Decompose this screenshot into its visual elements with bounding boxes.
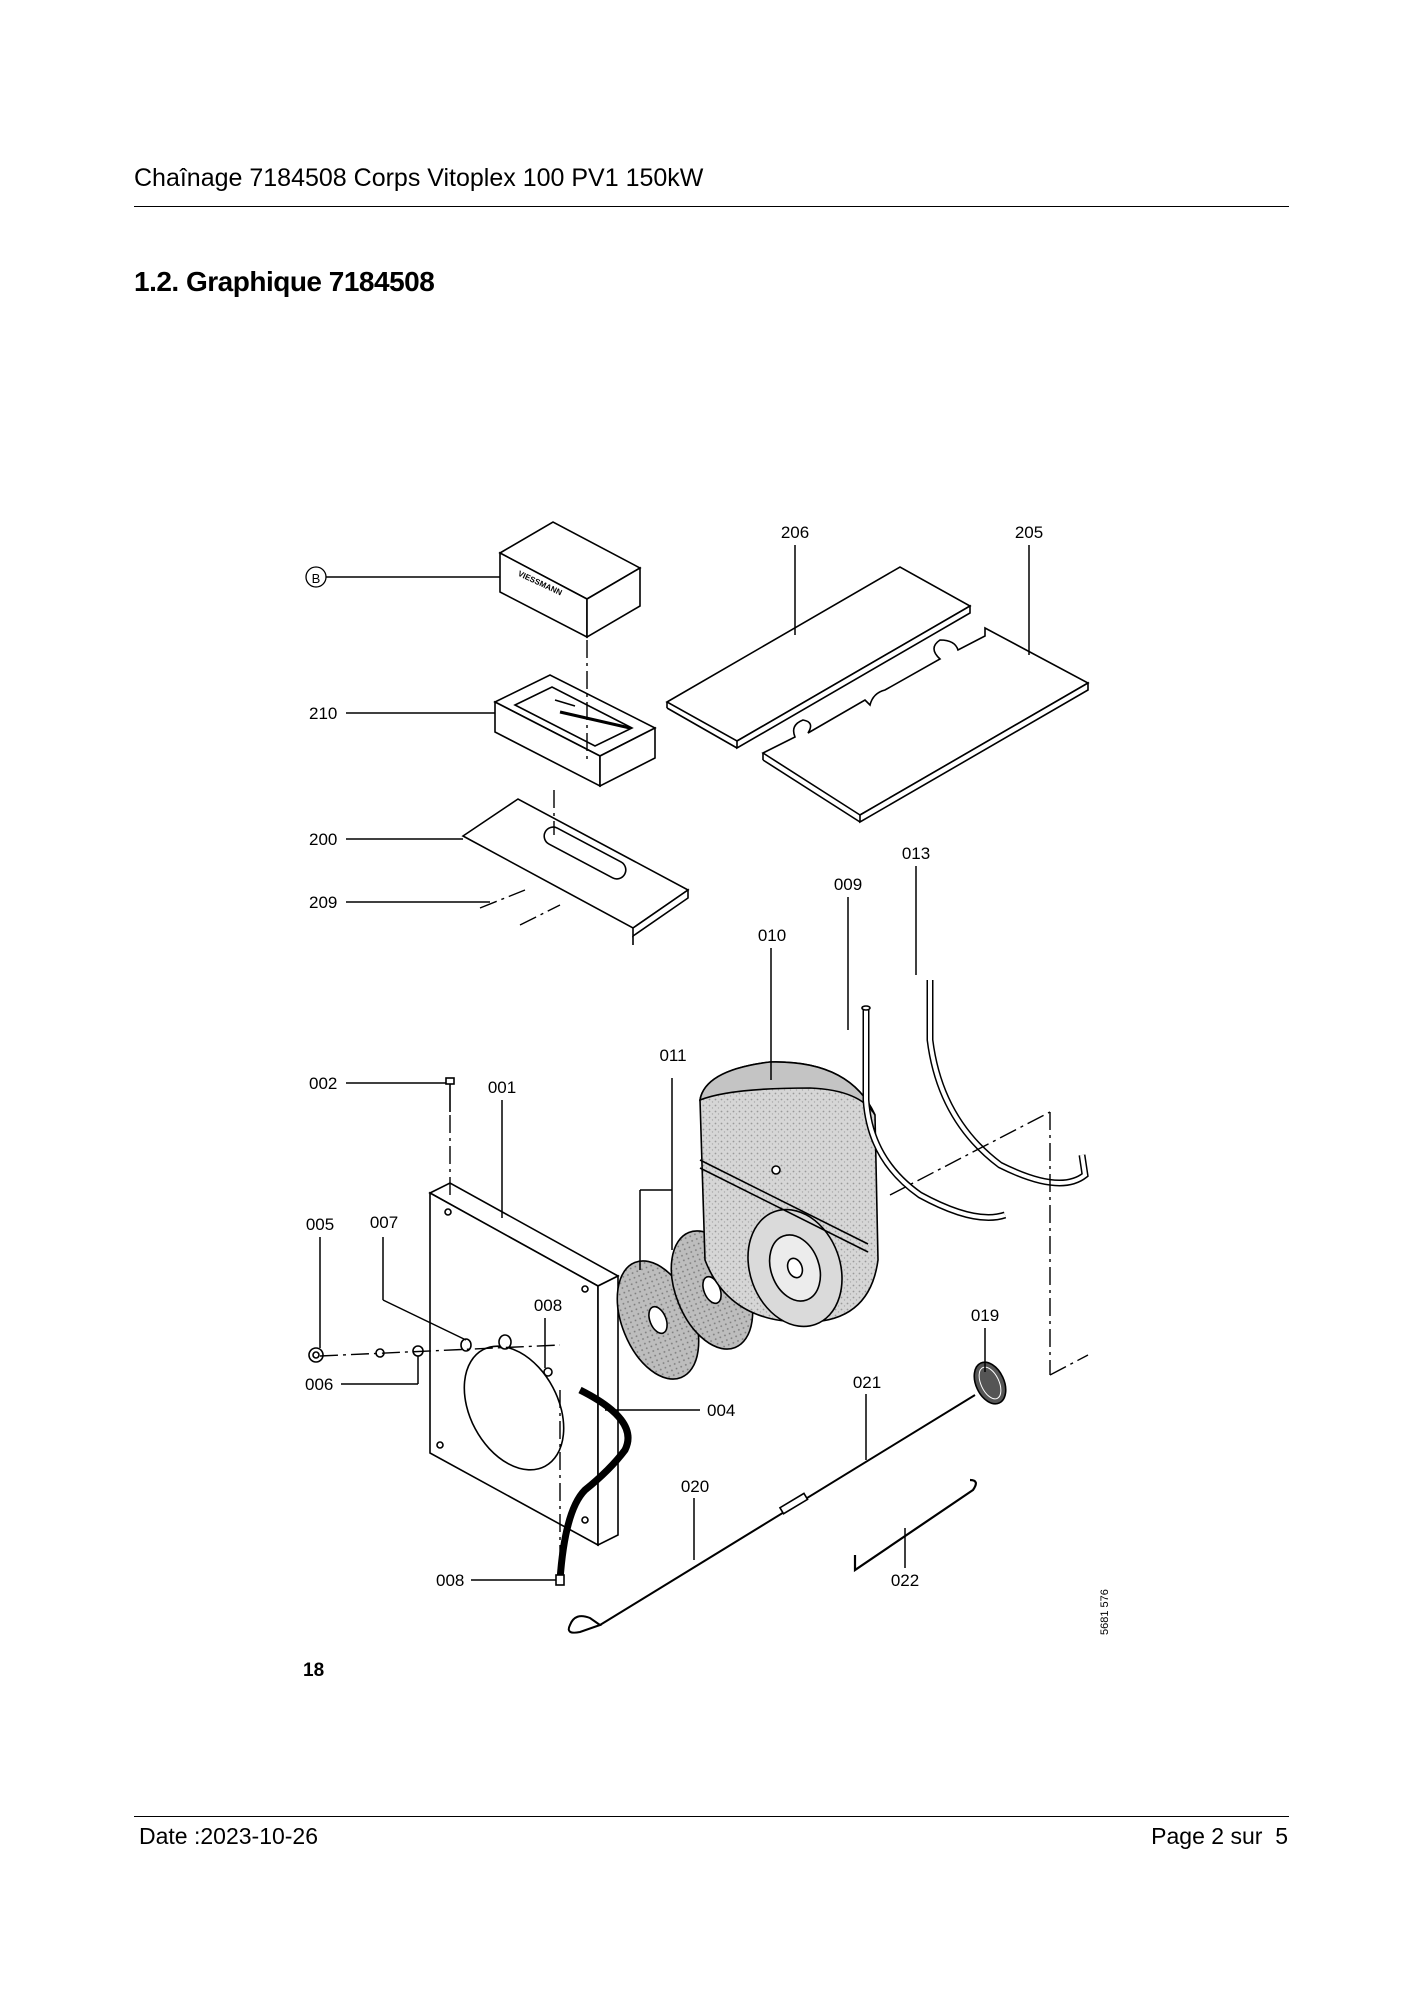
insulation-block <box>698 1061 879 1328</box>
callout-009: 009 <box>834 875 862 894</box>
callout-010: 010 <box>758 926 786 945</box>
callout-006: 006 <box>305 1375 333 1394</box>
axis-lines <box>319 640 1089 1580</box>
footer-divider <box>134 1816 1289 1817</box>
spiral-brush-019 <box>973 1361 1007 1405</box>
sensor-cable-004 <box>556 1386 632 1581</box>
screw-002 <box>445 1077 455 1112</box>
section-heading: 1.2. Graphique 7184508 <box>134 266 435 297</box>
control-unit-base <box>493 674 657 788</box>
callout-200: 200 <box>309 830 337 849</box>
callout-008-lower: 008 <box>436 1571 464 1590</box>
front-plate <box>428 1182 620 1547</box>
page-prefix: Page 2 sur <box>1151 1823 1263 1849</box>
callout-022: 022 <box>891 1571 919 1590</box>
hook-tool-022 <box>853 1478 977 1573</box>
page-indicator: Page 2 sur 5 <box>1151 1823 1288 1850</box>
thermal-panel-205 <box>761 626 1090 824</box>
callout-210: 210 <box>309 704 337 723</box>
callout-004: 004 <box>707 1401 735 1420</box>
callout-013: 013 <box>902 844 930 863</box>
header-divider <box>134 206 1289 207</box>
screw-008-bottom <box>555 1574 565 1586</box>
callout-205: 205 <box>1015 523 1043 542</box>
callout-021: 021 <box>853 1373 881 1392</box>
cleaning-rod <box>567 1394 976 1634</box>
callout-007: 007 <box>370 1213 398 1232</box>
retaining-clip-013 <box>926 980 1089 1187</box>
control-unit-cover: VIESSMANN <box>498 521 642 639</box>
callout-b-circle <box>305 566 327 588</box>
figure-code: 5681 576 <box>1099 1589 1111 1635</box>
document-title: Chaînage 7184508 Corps Vitoplex 100 PV1 … <box>134 164 704 192</box>
callout-008-upper: 008 <box>534 1296 562 1315</box>
figure-number: 18 <box>303 1660 324 1681</box>
footer-date: Date :2023-10-26 <box>139 1823 319 1849</box>
cover-plate <box>461 798 690 945</box>
sensor-tube-009 <box>861 1005 1007 1221</box>
callout-005: 005 <box>306 1215 334 1234</box>
page-total: 5 <box>1275 1823 1288 1849</box>
callout-011: 011 <box>659 1046 686 1065</box>
leader-lines <box>319 545 1030 1581</box>
callout-206: 206 <box>781 523 809 542</box>
thermal-panel-206 <box>665 566 972 750</box>
callout-019: 019 <box>971 1306 999 1325</box>
callout-002: 002 <box>309 1074 337 1093</box>
callout-001: 001 <box>488 1078 516 1097</box>
callout-020: 020 <box>681 1477 709 1496</box>
callout-b: B <box>312 571 321 586</box>
callout-209: 209 <box>309 893 337 912</box>
